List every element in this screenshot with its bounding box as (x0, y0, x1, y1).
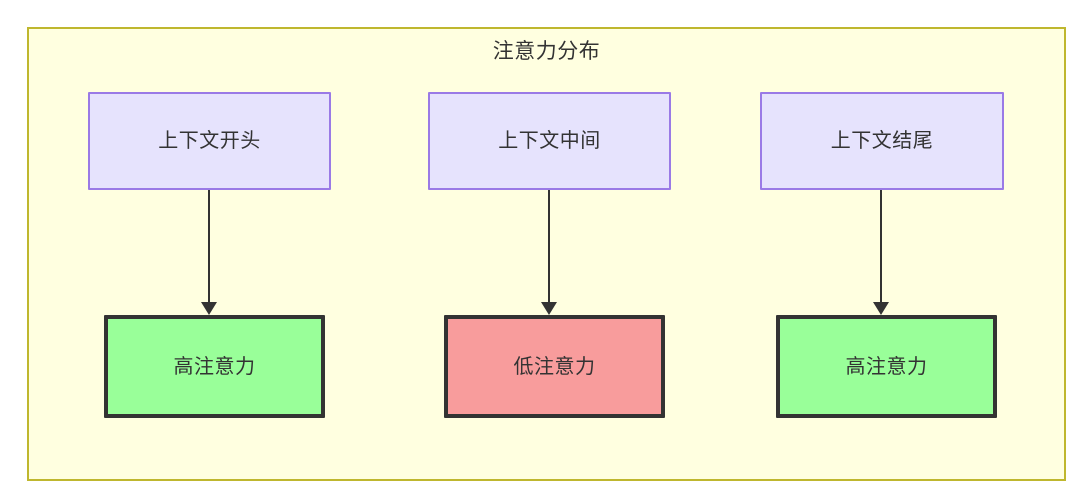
edge-context-start-to-attention-line (208, 190, 210, 303)
edge-context-middle-to-attention-line (548, 190, 550, 303)
arrow-down-icon (541, 302, 557, 315)
node-context-middle[interactable]: 上下文中间 (428, 92, 671, 190)
node-attention-high-start[interactable]: 高注意力 (104, 315, 325, 418)
node-context-start-label: 上下文开头 (158, 130, 261, 152)
cluster-title: 注意力分布 (492, 40, 601, 63)
arrow-down-icon (873, 302, 889, 315)
node-attention-low-middle-label: 低注意力 (513, 355, 596, 378)
node-attention-high-end[interactable]: 高注意力 (776, 315, 997, 418)
node-attention-high-start-label: 高注意力 (173, 355, 256, 378)
node-attention-high-end-label: 高注意力 (845, 355, 928, 378)
node-context-start[interactable]: 上下文开头 (88, 92, 331, 190)
arrow-down-icon (201, 302, 217, 315)
node-context-middle-label: 上下文中间 (498, 130, 601, 152)
node-context-end-label: 上下文结尾 (830, 130, 934, 152)
node-context-end[interactable]: 上下文结尾 (760, 92, 1004, 190)
node-attention-low-middle[interactable]: 低注意力 (444, 315, 665, 418)
edge-context-end-to-attention-line (880, 190, 882, 303)
